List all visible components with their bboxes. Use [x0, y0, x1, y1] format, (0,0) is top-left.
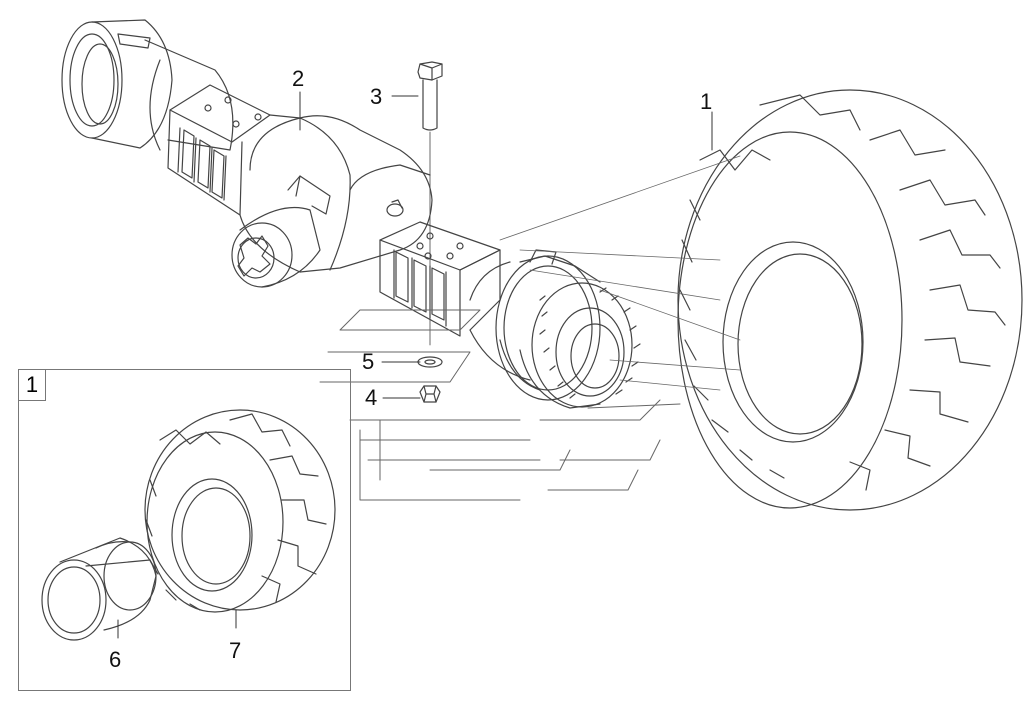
callout-2-axle-housing: 2 [292, 66, 305, 91]
callout-5-washer: 5 [362, 349, 375, 374]
exploded-view-guides [319, 155, 741, 501]
callout-3-bolt: 3 [370, 84, 383, 109]
callout-7-tire: 7 [229, 638, 242, 663]
rim-part [41, 537, 157, 641]
inset-detail-box: 1 [18, 369, 351, 691]
washer [417, 356, 443, 368]
wheel-hub [495, 249, 641, 409]
inset-label: 1 [19, 370, 46, 401]
callout-4-nut: 4 [365, 385, 378, 410]
leader-lines [117, 91, 713, 639]
tire-part [144, 409, 336, 613]
bolt [417, 61, 443, 346]
callout-1-tire-assembly: 1 [700, 89, 713, 114]
callout-6-rim: 6 [109, 647, 122, 672]
axle-housing [61, 19, 531, 381]
nut [419, 385, 441, 403]
tire-assembly-right [677, 89, 1023, 511]
